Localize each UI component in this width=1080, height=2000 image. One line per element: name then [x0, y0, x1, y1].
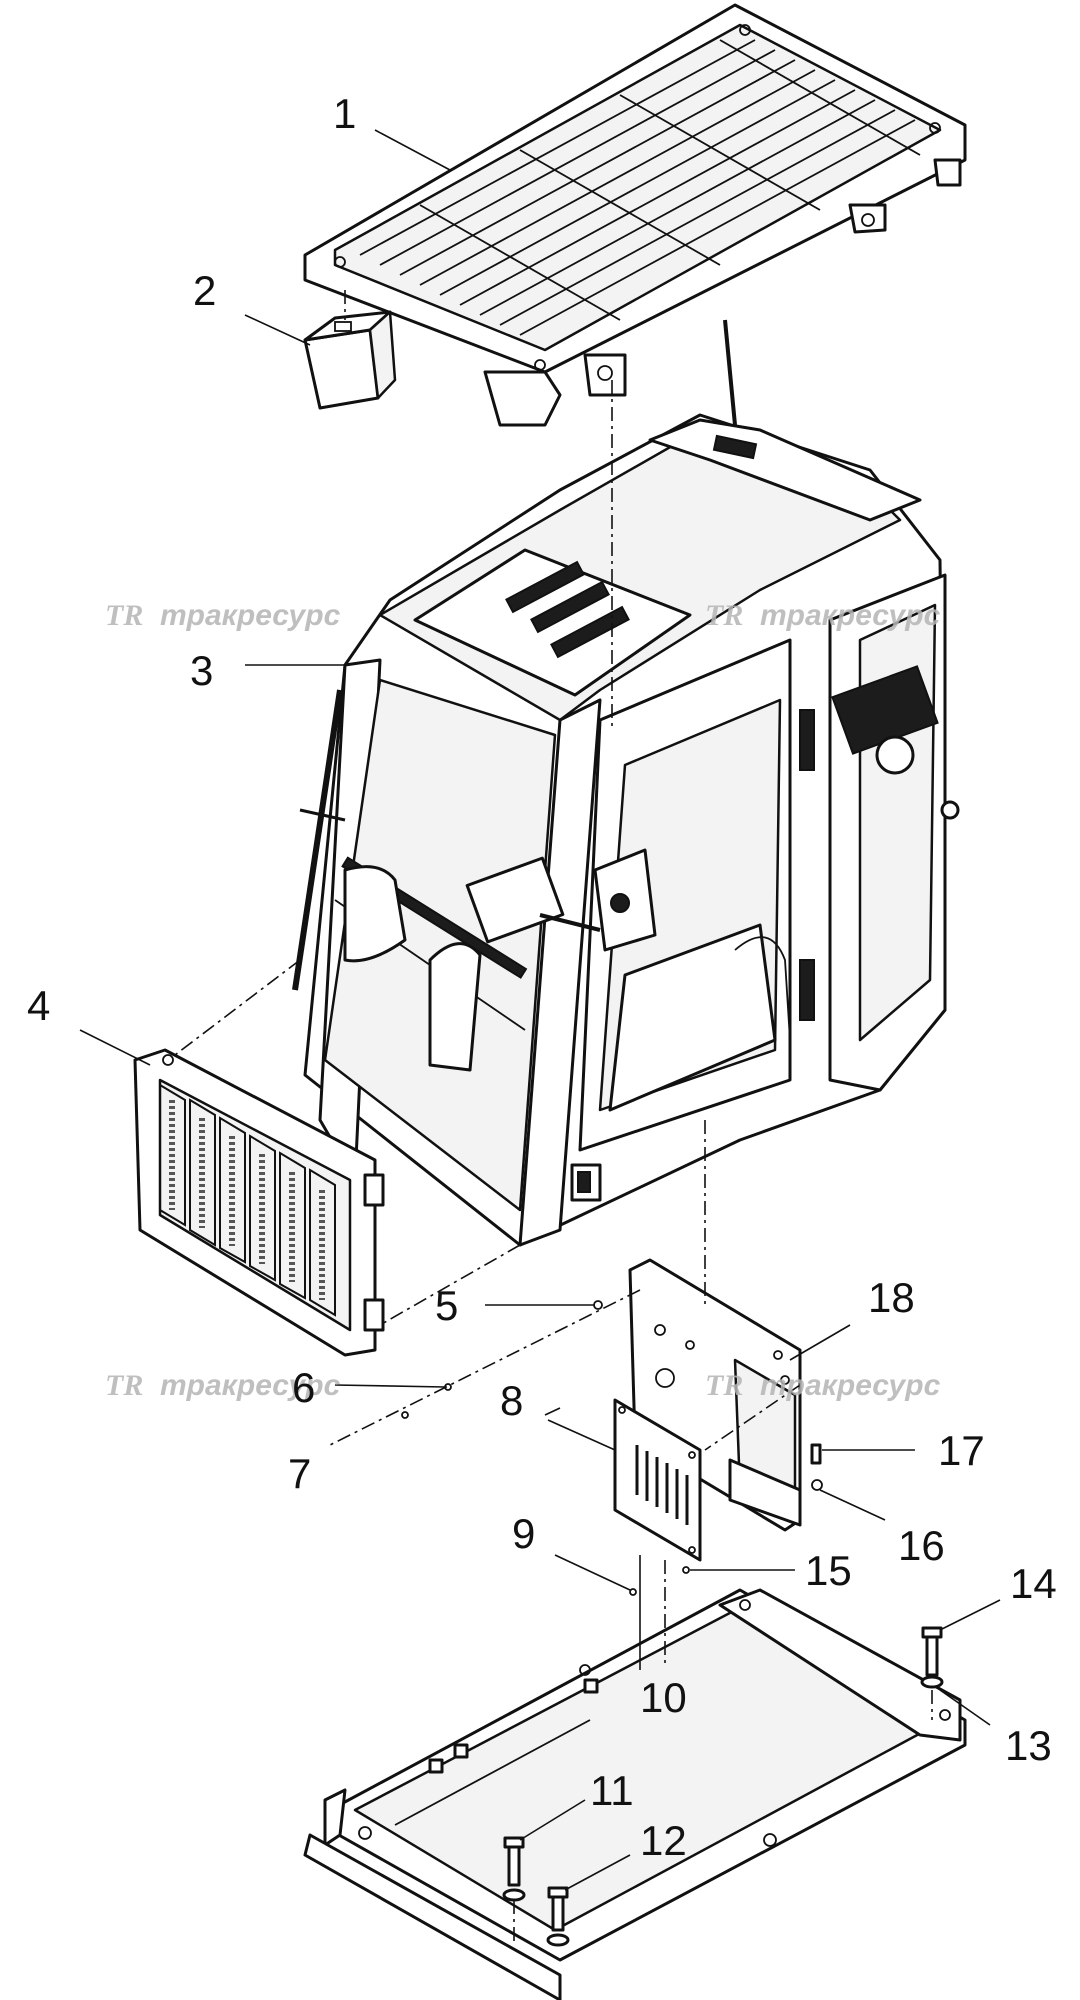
callout-6: 6 — [292, 1364, 315, 1411]
fasteners — [401, 1300, 944, 1947]
svg-text:тракресурс: тракресурс — [160, 1369, 341, 1402]
svg-text:TR: TR — [705, 599, 743, 632]
mounting-block — [303, 290, 397, 410]
svg-text:тракресурс: тракресурс — [160, 599, 341, 632]
front-guard-panel — [133, 1048, 385, 1357]
watermark-2: TR тракресурс — [705, 599, 941, 632]
svg-text:TR: TR — [105, 599, 143, 632]
callout-3: 3 — [190, 647, 213, 694]
assembly-lines — [174, 380, 933, 1945]
callout-16: 16 — [898, 1522, 945, 1569]
callout-10: 10 — [640, 1674, 687, 1721]
watermark-1: TR тракресурс — [105, 599, 341, 632]
callout-4: 4 — [27, 982, 50, 1029]
callout-9: 9 — [512, 1510, 535, 1557]
callout-18: 18 — [868, 1274, 915, 1321]
svg-text:тракресурс: тракресурс — [760, 599, 941, 632]
vent-cover-plate — [613, 1398, 702, 1876]
watermark-3: TR тракресурс — [105, 1369, 341, 1402]
callout-5: 5 — [435, 1282, 458, 1329]
operator-cab — [292, 319, 960, 1247]
leader-lines — [79, 129, 1001, 1891]
callout-7: 7 — [288, 1450, 311, 1497]
callout-15: 15 — [805, 1547, 852, 1594]
roof-guard-grille — [303, 3, 967, 427]
svg-text:TR: TR — [705, 1369, 743, 1402]
callout-2: 2 — [193, 267, 216, 314]
floor-frame — [303, 1588, 967, 2000]
callout-12: 12 — [640, 1817, 687, 1864]
callout-1: 1 — [333, 90, 356, 137]
callout-14: 14 — [1010, 1560, 1057, 1607]
callout-8: 8 — [500, 1377, 523, 1424]
callout-11: 11 — [590, 1767, 634, 1814]
svg-text:тракресурс: тракресурс — [760, 1369, 941, 1402]
watermark-4: TR тракресурс — [705, 1369, 941, 1402]
svg-text:TR: TR — [105, 1369, 143, 1402]
callout-17: 17 — [938, 1427, 985, 1474]
callout-13: 13 — [1005, 1722, 1052, 1769]
